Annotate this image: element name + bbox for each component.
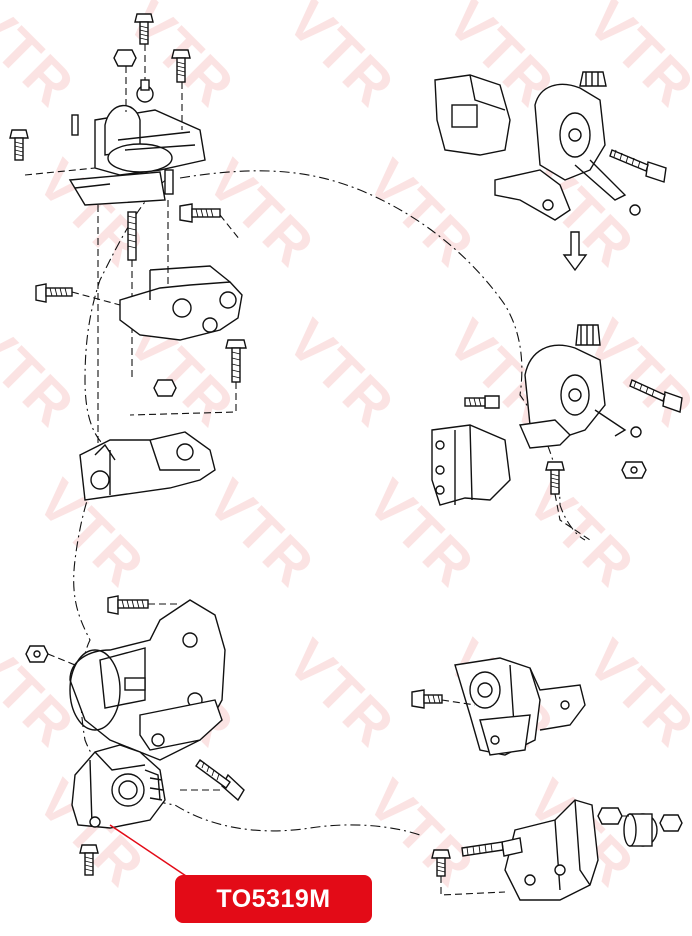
down-arrow-icon	[562, 231, 588, 272]
part-number-label: TO5319M	[175, 875, 372, 923]
upper-engine-mount	[68, 13, 206, 261]
engine-outline	[73, 170, 586, 836]
mount-bracket	[35, 203, 247, 397]
transmission-bracket-bushing	[431, 799, 683, 901]
transmission-mount	[411, 657, 586, 756]
side-bolt	[9, 129, 29, 161]
label-leader-line	[109, 824, 193, 881]
engine-mount-to5319m	[71, 744, 166, 876]
right-engine-mount-assembled	[431, 324, 683, 506]
transmission-bracket	[25, 595, 245, 802]
engine-side-bracket	[79, 431, 216, 501]
right-engine-mount	[434, 71, 667, 221]
